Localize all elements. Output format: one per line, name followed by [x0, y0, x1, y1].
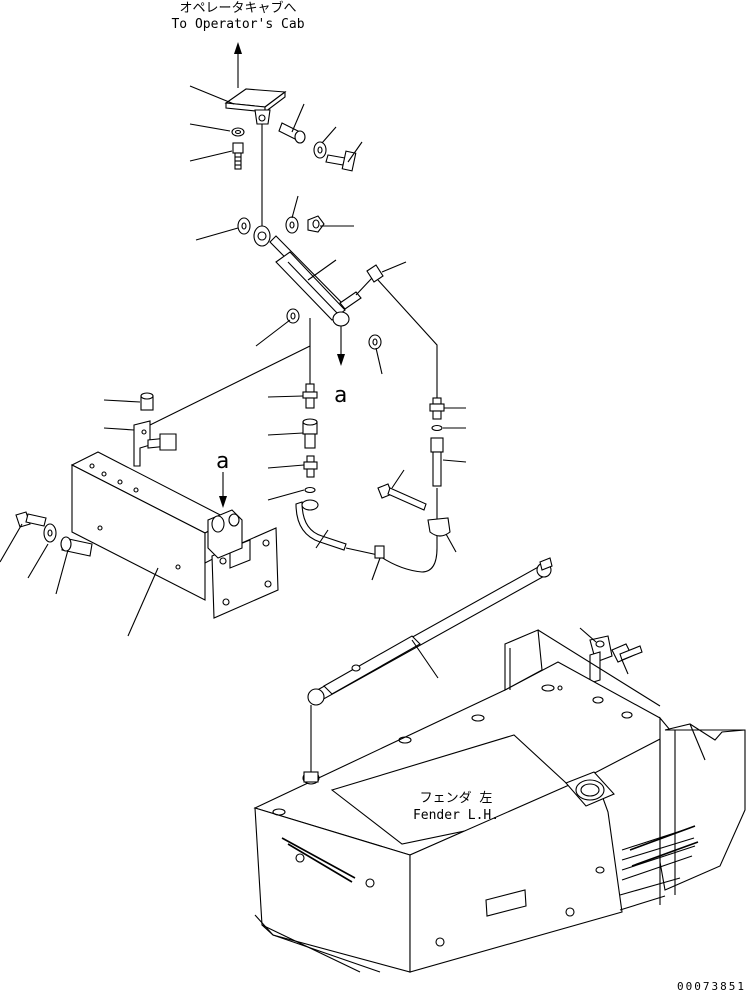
gas-spring-cylinder — [253, 225, 350, 327]
bent-tube — [295, 499, 347, 551]
bolt-right — [325, 150, 357, 172]
cab-bracket — [224, 88, 287, 125]
leader-lines — [0, 85, 629, 679]
clamp-small — [374, 545, 385, 559]
fender-label-jp: フェンダ 左 — [420, 791, 493, 806]
adapter — [302, 418, 318, 449]
view-a-label-left: a — [216, 449, 229, 474]
hose-fitting-right — [430, 437, 444, 487]
view-a-arrow-left — [219, 472, 227, 508]
o-ring-right — [431, 424, 443, 432]
dash-line-center — [149, 318, 311, 426]
connector-right — [429, 397, 445, 420]
to-cab-label-en: To Operator's Cab — [171, 17, 304, 32]
long-gas-spring — [307, 557, 553, 706]
bolt-vertical — [232, 142, 244, 170]
bolt-clamp-right — [377, 483, 427, 511]
clamp-right — [427, 517, 451, 537]
view-a-label-top: a — [334, 383, 347, 408]
fender-bracket — [589, 635, 613, 684]
pin-left — [60, 536, 93, 557]
hose-right — [377, 279, 438, 398]
pin — [278, 122, 306, 144]
washer-left — [43, 523, 57, 543]
hose-bottom — [345, 488, 438, 573]
small-bracket — [133, 420, 151, 467]
fender-label-en: Fender L.H. — [413, 808, 499, 823]
cap-nut-left — [140, 392, 154, 411]
washer-right — [313, 141, 327, 159]
bolt-left-mid — [147, 433, 177, 451]
main-bracket — [70, 451, 232, 601]
fender-lh — [253, 629, 746, 973]
bolt-fender-right — [611, 643, 643, 663]
drawing-number: 00073851 — [677, 980, 746, 993]
bolt-left — [15, 511, 47, 528]
nut-mid — [307, 215, 325, 233]
elbow-fitting — [339, 264, 384, 310]
to-cab-label-jp: オペレータキャブへ — [179, 0, 296, 16]
washer-lower-left — [286, 308, 300, 324]
up-arrow — [234, 42, 242, 88]
view-a-arrow-top — [337, 326, 345, 366]
washer-mid-right — [285, 216, 299, 234]
washer-lower-right — [368, 334, 382, 350]
connector-1 — [302, 383, 318, 409]
connector-2 — [303, 455, 318, 478]
o-ring-center — [304, 486, 316, 494]
hinge-block — [207, 509, 243, 559]
washer-small — [231, 127, 245, 137]
washer-mid-left — [237, 217, 251, 235]
